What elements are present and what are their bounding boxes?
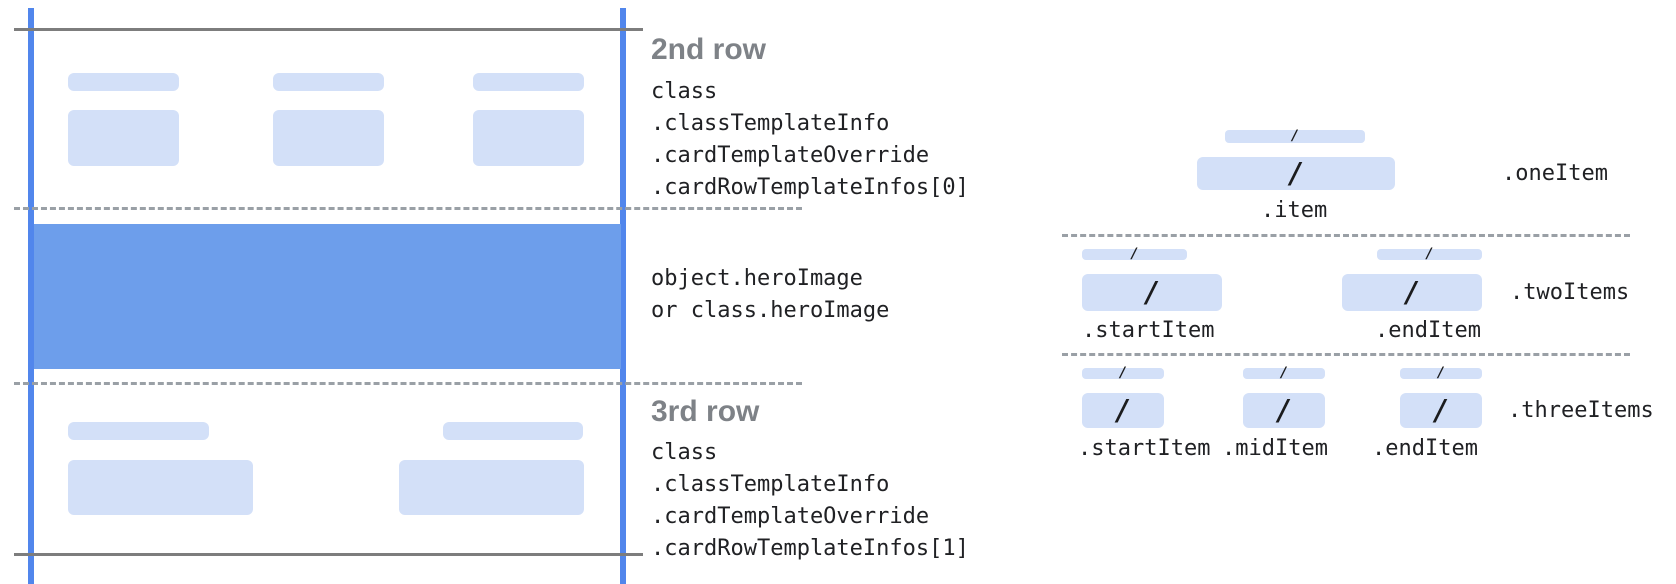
- row3-code-line-4: .cardRowTemplateInfos[1]: [651, 536, 969, 561]
- row3-col2-value-placeholder: [399, 460, 584, 515]
- hero-code-line-2: or class.heroImage: [651, 298, 890, 323]
- row2-divider-dashed: [14, 207, 802, 210]
- card-top-border: [14, 28, 643, 31]
- left-guide-line: [28, 8, 34, 584]
- one-two-section-divider: [1062, 234, 1630, 237]
- slash-icon: /: [1130, 246, 1139, 262]
- slash-icon: /: [1432, 394, 1450, 427]
- hero-image-band: [34, 224, 621, 369]
- row3-divider-dashed: [14, 382, 802, 385]
- one-item-value-bar: /: [1197, 157, 1395, 190]
- slash-icon: /: [1403, 276, 1421, 309]
- one-item-item-label: .item: [1261, 198, 1328, 223]
- three-items-end-value-bar: /: [1400, 393, 1482, 428]
- row3-col1-label-placeholder: [68, 422, 209, 440]
- three-items-mid-label: .midItem: [1222, 436, 1328, 461]
- row2-code-line-3: .cardTemplateOverride: [651, 143, 930, 168]
- row3-col2-label-placeholder: [443, 422, 583, 440]
- two-items-start-value-bar: /: [1082, 274, 1222, 311]
- slash-icon: /: [1143, 276, 1161, 309]
- two-items-group-label: .twoItems: [1510, 280, 1630, 305]
- two-items-start-label: .startItem: [1082, 318, 1215, 343]
- row2-code-line-2: .classTemplateInfo: [651, 111, 890, 136]
- slash-icon: /: [1275, 394, 1293, 427]
- row2-col1-value-placeholder: [68, 110, 179, 166]
- row3-code-line-3: .cardTemplateOverride: [651, 504, 930, 529]
- row2-code-line-4: .cardRowTemplateInfos[0]: [651, 175, 969, 200]
- one-item-group-label: .oneItem: [1502, 161, 1608, 186]
- three-items-end-label-bar: /: [1400, 365, 1482, 381]
- slash-icon: /: [1118, 365, 1128, 381]
- slash-icon: /: [1290, 128, 1300, 144]
- row3-code-line-2: .classTemplateInfo: [651, 472, 890, 497]
- right-guide-line: [620, 8, 626, 584]
- hero-code-line-1: object.heroImage: [651, 266, 863, 291]
- row3-code-line-1: class: [651, 440, 718, 465]
- slash-icon: /: [1287, 157, 1305, 190]
- row2-heading: 2nd row: [651, 33, 767, 66]
- two-items-start-label-bar: /: [1082, 246, 1187, 262]
- slash-icon: /: [1114, 394, 1132, 427]
- slash-icon: /: [1425, 246, 1434, 262]
- three-items-start-label-bar: /: [1082, 365, 1164, 381]
- card-bottom-border: [14, 553, 643, 556]
- row3-heading: 3rd row: [651, 395, 760, 428]
- three-items-end-label: .endItem: [1372, 436, 1478, 461]
- three-items-start-label: .startItem: [1078, 436, 1211, 461]
- slash-icon: /: [1436, 365, 1446, 381]
- row3-col1-value-placeholder: [68, 460, 253, 515]
- two-three-section-divider: [1062, 353, 1630, 356]
- row2-col1-label-placeholder: [68, 73, 179, 91]
- three-items-start-value-bar: /: [1082, 393, 1164, 428]
- three-items-mid-value-bar: /: [1243, 393, 1325, 428]
- slash-icon: /: [1279, 365, 1289, 381]
- row2-code-line-1: class: [651, 79, 718, 104]
- two-items-end-label-bar: /: [1377, 246, 1482, 262]
- two-items-end-label: .endItem: [1375, 318, 1481, 343]
- three-items-group-label: .threeItems: [1508, 398, 1654, 423]
- row2-col3-label-placeholder: [473, 73, 584, 91]
- three-items-mid-label-bar: /: [1243, 365, 1325, 381]
- row2-col3-value-placeholder: [473, 110, 584, 166]
- row2-col2-value-placeholder: [273, 110, 384, 166]
- two-items-end-value-bar: /: [1342, 274, 1482, 311]
- one-item-label-bar: /: [1225, 128, 1365, 144]
- row2-col2-label-placeholder: [273, 73, 384, 91]
